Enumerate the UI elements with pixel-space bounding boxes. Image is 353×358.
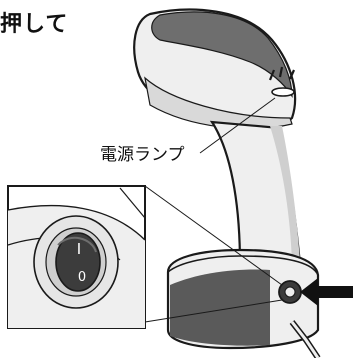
callout-line [199,97,276,154]
press-arrow [300,278,353,306]
power-lamp [271,87,295,97]
switch-off-mark: 0 [78,270,86,285]
power-cord [290,321,320,358]
rocker-switch [55,232,101,292]
zoom-line [144,185,283,286]
power-lamp-label: 電源ランプ [100,145,185,165]
lamp-ray [278,66,284,78]
lamp-ray [288,69,296,80]
handle-side [270,126,300,262]
inset-detail [7,187,146,328]
base-dark-panel [170,269,270,346]
steamer-head-band [151,11,293,99]
steamer-nozzle [144,76,293,130]
base-top-rim [167,255,319,276]
switch-on-mark: I [77,240,81,258]
instruction-heading: 押して [0,12,69,37]
lamp-ray [268,69,276,81]
power-button-inner [284,286,296,298]
zoom-line [144,299,283,323]
